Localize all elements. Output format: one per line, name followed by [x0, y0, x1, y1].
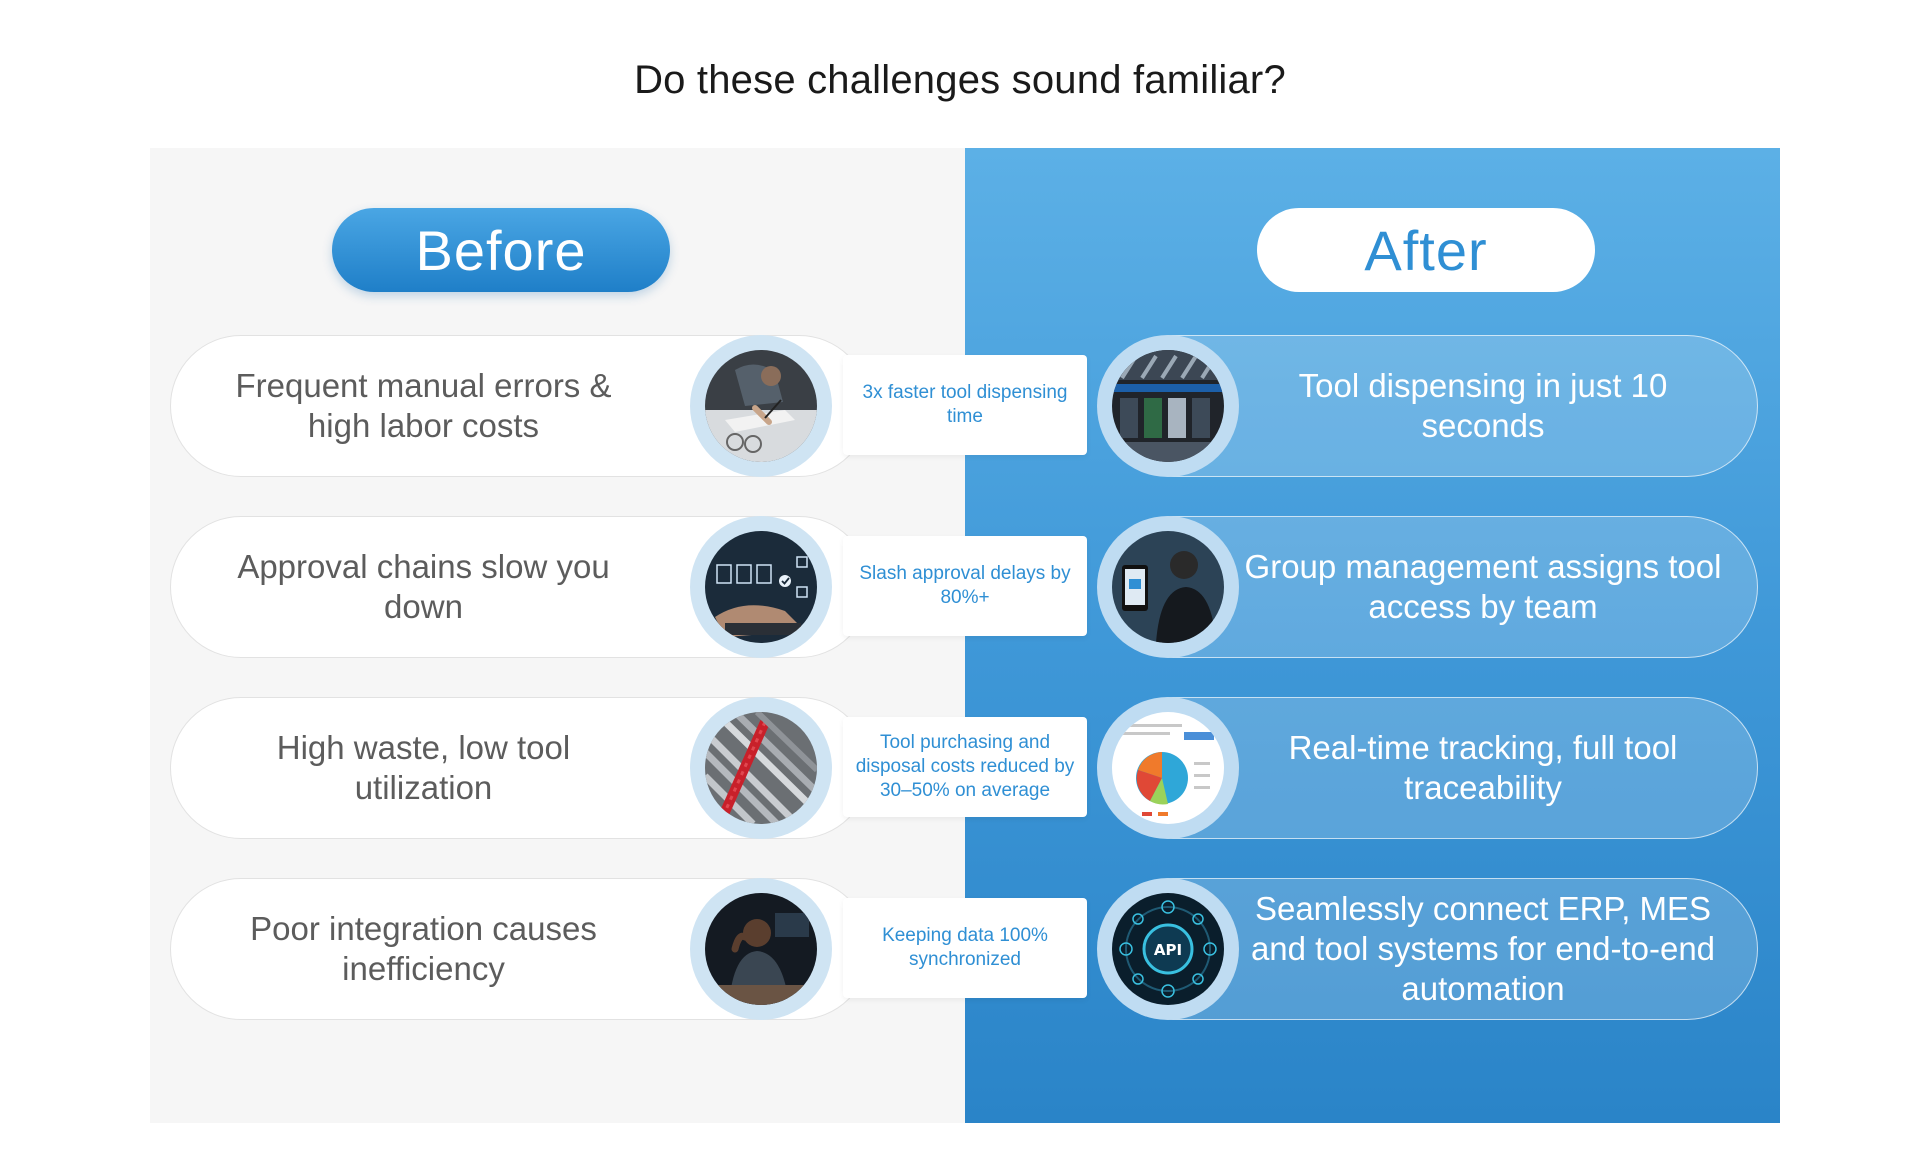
- after-row-text: Seamlessly connect ERP, MES and tool sys…: [1250, 890, 1716, 1007]
- person-writing-icon: [705, 350, 817, 462]
- after-image-circle: [1097, 697, 1239, 839]
- approval-checklist-icon: [705, 531, 817, 643]
- after-header: After: [1257, 208, 1595, 292]
- before-row-text: Frequent manual errors & high labor cost…: [235, 367, 612, 444]
- pie-chart-report-icon: [1112, 712, 1224, 824]
- after-image-circle: [1097, 516, 1239, 658]
- tools-pile-icon: [705, 712, 817, 824]
- page-title: Do these challenges sound familiar?: [634, 58, 1286, 102]
- before-image-circle: [690, 335, 832, 477]
- before-image-circle: [690, 516, 832, 658]
- before-image-circle: [690, 697, 832, 839]
- after-row-text: Group management assigns tool access by …: [1244, 548, 1722, 625]
- after-row-text: Tool dispensing in just 10 seconds: [1298, 367, 1668, 444]
- benefit-card-4: Keeping data 100% synchronized: [843, 898, 1087, 998]
- benefit-card-1: 3x faster tool dispensing time: [843, 355, 1087, 455]
- kiosk-user-icon: [1112, 531, 1224, 643]
- api-network-icon: API: [1112, 893, 1224, 1005]
- before-row-text: High waste, low tool utilization: [276, 729, 571, 806]
- tool-dispenser-icon: [1112, 350, 1224, 462]
- before-row-text: Approval chains slow you down: [237, 548, 610, 625]
- before-header: Before: [332, 208, 670, 292]
- before-row-text: Poor integration causes inefficiency: [250, 910, 597, 987]
- benefit-card-3: Tool purchasing and disposal costs reduc…: [843, 717, 1087, 817]
- before-image-circle: [690, 878, 832, 1020]
- api-label: API: [1154, 941, 1182, 959]
- after-image-circle: [1097, 335, 1239, 477]
- tired-worker-icon: [705, 893, 817, 1005]
- after-image-circle: API: [1097, 878, 1239, 1020]
- after-row-text: Real-time tracking, full tool traceabili…: [1288, 729, 1678, 806]
- benefit-card-2: Slash approval delays by 80%+: [843, 536, 1087, 636]
